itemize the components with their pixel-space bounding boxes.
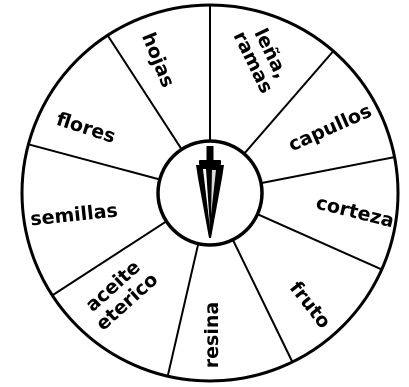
segment-label-line: corteza (314, 192, 397, 233)
segment-label-resina: resina (201, 302, 223, 368)
segment-label-line: hojas (137, 29, 179, 90)
divider-line-5 (168, 244, 199, 377)
segment-label-line: resina (201, 302, 223, 368)
segment-label-line: capullos (285, 100, 375, 156)
divider-line-7 (28, 144, 159, 179)
segment-label-aceite-eterico: aceiteeterico (78, 253, 163, 335)
divider-line-4 (233, 240, 293, 362)
segment-label-semillas: semillas (29, 199, 118, 230)
segment-label-line: flores (54, 108, 119, 148)
segment-label-lena-ramas: leña,ramas (229, 19, 296, 97)
divider-line-2 (261, 157, 395, 183)
segment-label-flores: flores (54, 108, 119, 148)
segment-label-capullos: capullos (285, 100, 375, 156)
segment-label-hojas: hojas (137, 29, 179, 90)
segment-label-line: semillas (29, 199, 118, 230)
segment-label-fruto: fruto (285, 277, 335, 333)
segment-label-corteza: corteza (314, 192, 397, 233)
segment-label-line: fruto (285, 277, 335, 333)
